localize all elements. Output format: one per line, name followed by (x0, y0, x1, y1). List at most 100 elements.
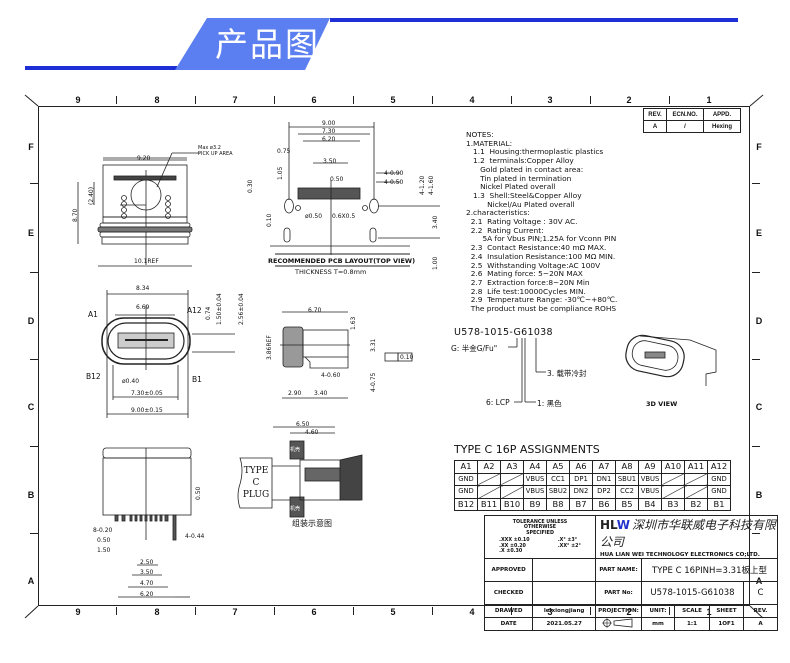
rev-value: A (643, 120, 667, 133)
banner-shape (175, 18, 330, 70)
rev-label: REV. (743, 604, 778, 618)
dim-side-flatness: 0.10 (400, 354, 414, 361)
page-title: 产品图纸 (215, 25, 355, 64)
pin-cell: B9 (523, 497, 547, 512)
dim-bottom-w4: 6.20 (140, 591, 154, 598)
zone-tick (752, 446, 760, 447)
dim-pcb-4-050: 4-0.50 (384, 179, 404, 186)
dim-assembly-d1: 6.50 (296, 421, 310, 428)
dim-front-inner: 6.69 (136, 304, 150, 311)
pin-label-a1: A1 (88, 310, 98, 319)
dim-pcb-4-160: 4-1.60 (428, 175, 435, 195)
part-rev-letter: C (743, 581, 778, 605)
approved-value (532, 558, 596, 582)
zone-tick (195, 607, 196, 615)
dim-assembly-d2: 4.60 (305, 429, 319, 436)
pin-cell: SBU1 (615, 472, 639, 487)
pin-cell: VBUS (523, 472, 547, 487)
thickness-label: THICKNESS T=0.8mm (295, 268, 367, 276)
company-name-cn: 深圳市华联威电子科技有限公司 (600, 518, 776, 549)
dim-side-tail: 4-0.75 (370, 372, 377, 392)
appd-value: Hexing (703, 120, 741, 133)
zone-column-label: 8 (154, 95, 160, 105)
zone-tick (30, 183, 38, 184)
unit-value: mm (641, 617, 675, 631)
zone-row-label: A (27, 576, 35, 586)
no-connect-cell (477, 485, 501, 499)
pin-label-a12: A12 (187, 306, 202, 315)
zone-tick (432, 607, 433, 615)
pin-cell: B5 (615, 497, 639, 512)
zone-tick (274, 96, 275, 104)
scale-value: 1:1 (674, 617, 710, 631)
dim-pcb-340: 3.40 (432, 215, 439, 229)
dim-bottom-h: 0.50 (195, 486, 202, 500)
no-connect-cell (500, 472, 524, 487)
pin-cell: DN2 (569, 485, 593, 499)
checked-label: CHECKED (483, 581, 534, 605)
callout-material: 6: LCP (486, 398, 510, 407)
dim-front-hole: ø0.40 (122, 378, 140, 385)
zone-column-label: 4 (469, 95, 475, 105)
dim-top-inner: (2.40) (88, 186, 95, 205)
banner-line-left (25, 66, 177, 70)
zone-column-label: 9 (75, 607, 81, 617)
drawed-label: DRAWED (483, 604, 534, 618)
pin-cell: DP2 (592, 485, 616, 499)
appd-header: APPD. (703, 108, 741, 121)
zone-column-label: 9 (75, 95, 81, 105)
dim-front-v2: 1.50±0.04 (216, 293, 223, 325)
dim-pcb-050: 0.50 (330, 176, 344, 183)
zone-row-label: B (755, 490, 763, 500)
dim-pcb-010: 0.10 (266, 213, 273, 227)
unit-label: UNIT: (641, 604, 675, 618)
pin-cell: GND (454, 485, 478, 499)
dim-front-pitch-b: 9.00±0.15 (131, 407, 163, 414)
dim-pcb-900: 9.00 (322, 120, 336, 127)
dim-pcb-075: 0.75 (277, 148, 291, 155)
pin-cell: A8 (615, 460, 639, 474)
no-connect-cell (477, 472, 501, 487)
pin-cell: A1 (454, 460, 478, 474)
pin-cell: A6 (569, 460, 593, 474)
pin-cell: B8 (546, 497, 570, 512)
zone-tick (353, 607, 354, 615)
dim-top-width: 9.20 (137, 155, 151, 162)
pin-cell: A4 (523, 460, 547, 474)
pin-cell: VBUS (523, 485, 547, 499)
company-logo: HLW (600, 518, 631, 532)
pin-cell: A10 (661, 460, 685, 474)
drawed-value: leixiongjiang (532, 604, 596, 618)
dim-front-v1: 0.74 (205, 306, 212, 320)
zone-row-label: D (27, 316, 35, 326)
zone-tick (511, 96, 512, 104)
dim-pcb-4-120: 4-1.20 (419, 175, 426, 195)
no-connect-cell (500, 485, 524, 499)
callout-color: 1: 黑色 (537, 399, 562, 408)
pin-cell: B1 (707, 497, 731, 512)
date-value: 2021.05.27 (532, 617, 596, 631)
revision-table: REV. ECN.NO. APPD. A / Hexing (643, 108, 741, 133)
zone-column-label: 1 (706, 95, 712, 105)
zone-tick (30, 272, 38, 273)
dim-pcb-730: 7.30 (322, 128, 336, 135)
zone-column-label: 5 (390, 95, 396, 105)
pin-cell: GND (707, 485, 731, 499)
dim-top-height: 8.70 (72, 208, 79, 222)
zone-row-label: B (27, 490, 35, 500)
no-connect-cell (661, 485, 685, 499)
pin-cell: GND (454, 472, 478, 487)
pin-cell: SBU2 (546, 485, 570, 499)
dim-pcb-hole: ø0.50 (305, 213, 323, 220)
projection-symbol-icon (595, 617, 642, 631)
pin-cell: VBUS (638, 485, 662, 499)
dim-side-a: 2.90 (288, 390, 302, 397)
zone-tick (752, 183, 760, 184)
zone-column-label: 7 (232, 607, 238, 617)
ecn-value: / (666, 120, 704, 133)
pin-cell: A11 (684, 460, 708, 474)
